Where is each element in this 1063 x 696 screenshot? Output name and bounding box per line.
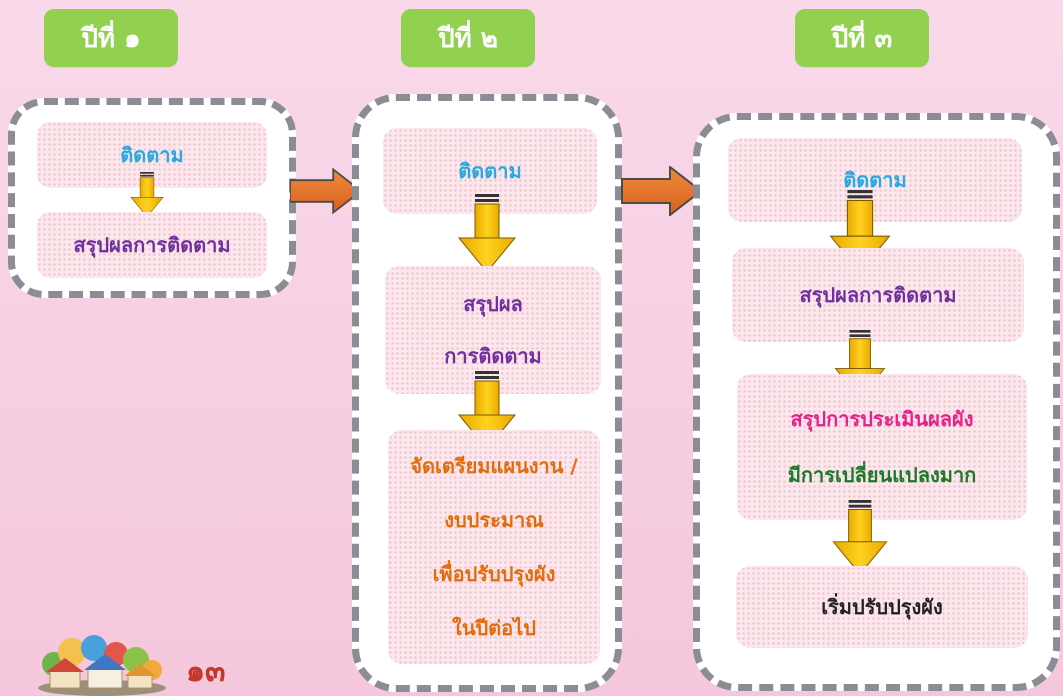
year-1-step-summary: สรุปผลการติดตาม: [37, 212, 267, 278]
village-logo-icon: [38, 635, 166, 696]
year-2-to-3-arrow: [620, 166, 703, 216]
year-2-step-plan-budget: จัดเตรียมแผนงาน / งบประมาณ เพื่อปรับปรุง…: [388, 430, 600, 664]
year-2-tab: ปีที่ ๒: [401, 9, 535, 67]
year-3-step-start-revision: เริ่มปรับปรุงผัง: [736, 566, 1028, 648]
year-3-step-follow-up: ติดตาม: [728, 138, 1022, 222]
year-3-tab: ปีที่ ๓: [795, 9, 929, 67]
year-3-arrow-down-3: [832, 500, 888, 575]
year-3-step-summary: สรุปผลการติดตาม: [732, 248, 1024, 342]
year-1-step-follow-up: ติดตาม: [37, 122, 267, 188]
year-2-step-summary: สรุปผล การติดตาม: [385, 266, 601, 394]
year-2-step-follow-up: ติดตาม: [383, 128, 597, 214]
year-3-step-evaluation: สรุปการประเมินผลผัง มีการเปลี่ยนแปลงมาก: [737, 374, 1027, 520]
year-1-tab: ปีที่ ๑: [44, 9, 178, 67]
page-number: ๑๓: [186, 654, 226, 689]
